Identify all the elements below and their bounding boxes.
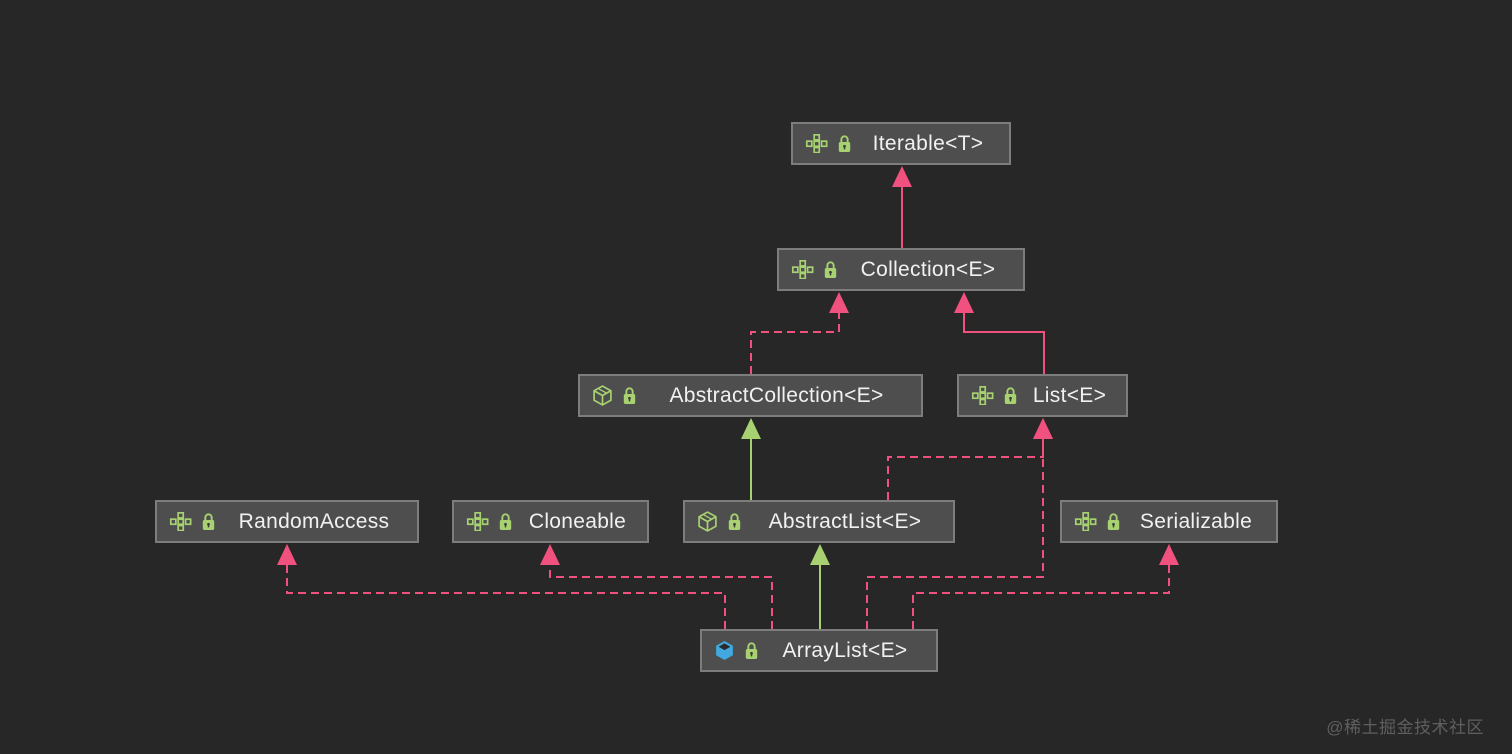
lock-icon	[622, 386, 637, 405]
arrowhead	[810, 544, 830, 565]
lock-icon	[201, 512, 216, 531]
arrowhead	[1159, 544, 1179, 565]
class-node-list[interactable]: List<E>	[957, 374, 1128, 417]
interface-icon	[805, 134, 828, 153]
class-node-abstract-collection[interactable]: AbstractCollection<E>	[578, 374, 923, 417]
class-node-serializable[interactable]: Serializable	[1060, 500, 1278, 543]
class-node-array-list[interactable]: ArrayList<E>	[700, 629, 938, 672]
interface-icon	[791, 260, 814, 279]
lock-icon	[727, 512, 742, 531]
edge-abstract-collection-collection	[750, 292, 849, 374]
interface-icon	[466, 512, 489, 531]
arrowhead	[277, 544, 297, 565]
lock-icon	[744, 641, 759, 660]
lock-icon	[1106, 512, 1121, 531]
edge-array-list-random-access	[277, 544, 726, 629]
interface-icon	[971, 386, 994, 405]
class-node-random-access[interactable]: RandomAccess	[155, 500, 419, 543]
class-node-label: AbstractList<E>	[768, 509, 922, 533]
class-node-iterable[interactable]: Iterable<T>	[791, 122, 1011, 165]
lock-icon	[837, 134, 852, 153]
abstract-class-icon	[592, 385, 613, 406]
arrowhead	[1033, 418, 1053, 439]
class-node-label: ArrayList<E>	[782, 638, 908, 662]
class-node-label: Cloneable	[528, 509, 627, 533]
class-node-label: AbstractCollection<E>	[669, 383, 884, 407]
lock-icon	[1003, 386, 1018, 405]
class-node-label: RandomAccess	[238, 509, 390, 533]
edge-collection-iterable	[892, 166, 912, 248]
lock-icon	[823, 260, 838, 279]
class-node-label: Serializable	[1139, 509, 1253, 533]
edge-abstract-list-abstract-collection	[741, 418, 761, 500]
watermark: @稀土掘金技术社区	[1326, 718, 1484, 737]
class-node-label: List<E>	[1032, 383, 1107, 407]
edge-array-list-serializable	[912, 544, 1179, 629]
arrowhead	[1033, 418, 1053, 439]
edge-abstract-list-list	[887, 418, 1053, 500]
class-node-abstract-list[interactable]: AbstractList<E>	[683, 500, 955, 543]
arrowhead	[954, 292, 974, 313]
class-node-label: Collection<E>	[860, 257, 996, 281]
class-icon	[714, 640, 735, 661]
edge-array-list-abstract-list	[810, 544, 830, 629]
interface-icon	[1074, 512, 1097, 531]
edge-list-collection	[954, 292, 1045, 374]
class-node-collection[interactable]: Collection<E>	[777, 248, 1025, 291]
edge-array-list-cloneable	[540, 544, 773, 629]
arrowhead	[892, 166, 912, 187]
class-node-cloneable[interactable]: Cloneable	[452, 500, 649, 543]
arrowhead	[741, 418, 761, 439]
arrowhead	[540, 544, 560, 565]
arrowhead	[829, 292, 849, 313]
interface-icon	[169, 512, 192, 531]
lock-icon	[498, 512, 513, 531]
class-node-label: Iterable<T>	[872, 131, 984, 155]
abstract-class-icon	[697, 511, 718, 532]
